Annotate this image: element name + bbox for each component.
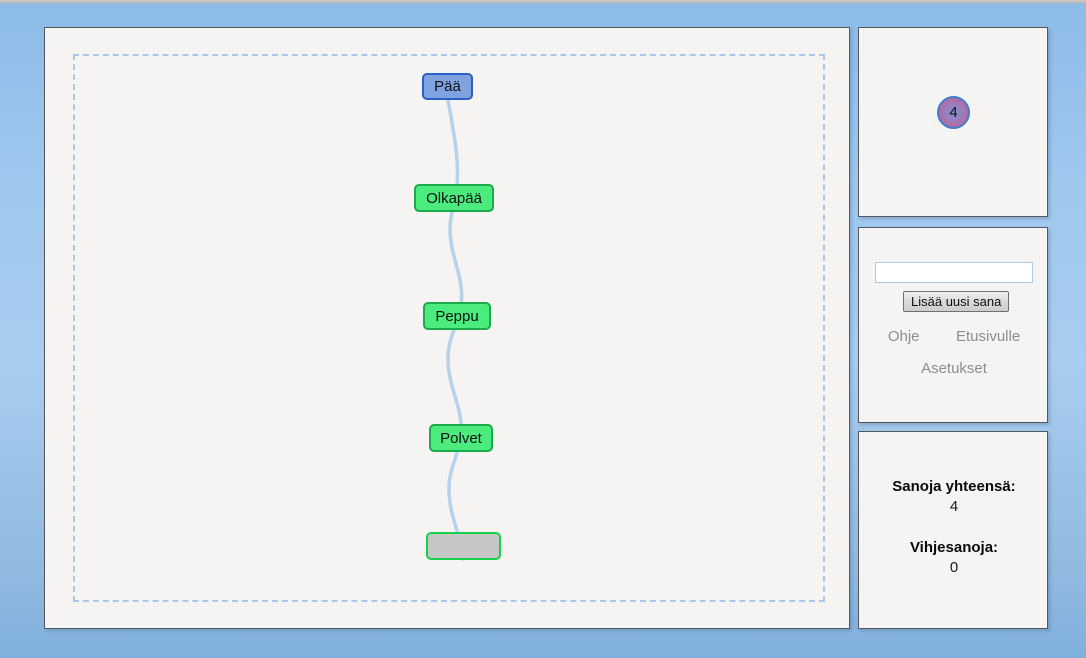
add-word-button[interactable]: Lisää uusi sana <box>903 291 1010 312</box>
canvas-dropzone[interactable] <box>73 54 825 602</box>
nav-links: Ohje Etusivulle Asetukset <box>859 328 1049 392</box>
tree-node-label: Peppu <box>435 307 479 325</box>
nav-link-asetukset[interactable]: Asetukset <box>921 360 987 377</box>
tree-node-word-1[interactable]: Olkapää <box>414 184 494 212</box>
nav-link-etusivulle[interactable]: Etusivulle <box>955 328 1021 345</box>
score-bubble[interactable]: 4 <box>937 96 970 129</box>
nav-row-secondary: Asetukset <box>859 360 1049 378</box>
tree-node-label: Olkapää <box>426 189 482 207</box>
tree-node-label: Pää <box>434 78 461 95</box>
stats-content: Sanoja yhteensä: 4 Vihjesanoja: 0 <box>859 478 1049 576</box>
tree-node-root[interactable]: Pää <box>422 73 473 100</box>
nav-row-primary: Ohje Etusivulle <box>859 328 1049 346</box>
stat-hint-words-label: Vihjesanoja: <box>909 539 999 556</box>
stat-hint-words: Vihjesanoja: 0 <box>859 539 1049 576</box>
score-panel: 4 <box>858 27 1048 217</box>
tree-node-word-2[interactable]: Peppu <box>423 302 491 330</box>
nav-link-ohje[interactable]: Ohje <box>887 328 920 345</box>
stat-total-words-value: 4 <box>949 498 959 515</box>
tree-node-label: Polvet <box>440 429 482 447</box>
stat-total-words: Sanoja yhteensä: 4 <box>859 478 1049 515</box>
stat-total-words-label: Sanoja yhteensä: <box>892 478 1016 495</box>
word-tree-canvas[interactable]: Pää Olkapää Peppu Polvet <box>44 27 850 629</box>
stat-hint-words-value: 0 <box>949 559 959 576</box>
controls-panel: Lisää uusi sana Ohje Etusivulle Asetukse… <box>858 227 1048 423</box>
score-value: 4 <box>949 104 958 121</box>
stats-panel: Sanoja yhteensä: 4 Vihjesanoja: 0 <box>858 431 1048 629</box>
tree-node-empty-slot[interactable] <box>426 532 501 560</box>
tree-node-word-3[interactable]: Polvet <box>429 424 493 452</box>
new-word-input[interactable] <box>875 262 1033 283</box>
window-top-strip <box>0 0 1086 4</box>
